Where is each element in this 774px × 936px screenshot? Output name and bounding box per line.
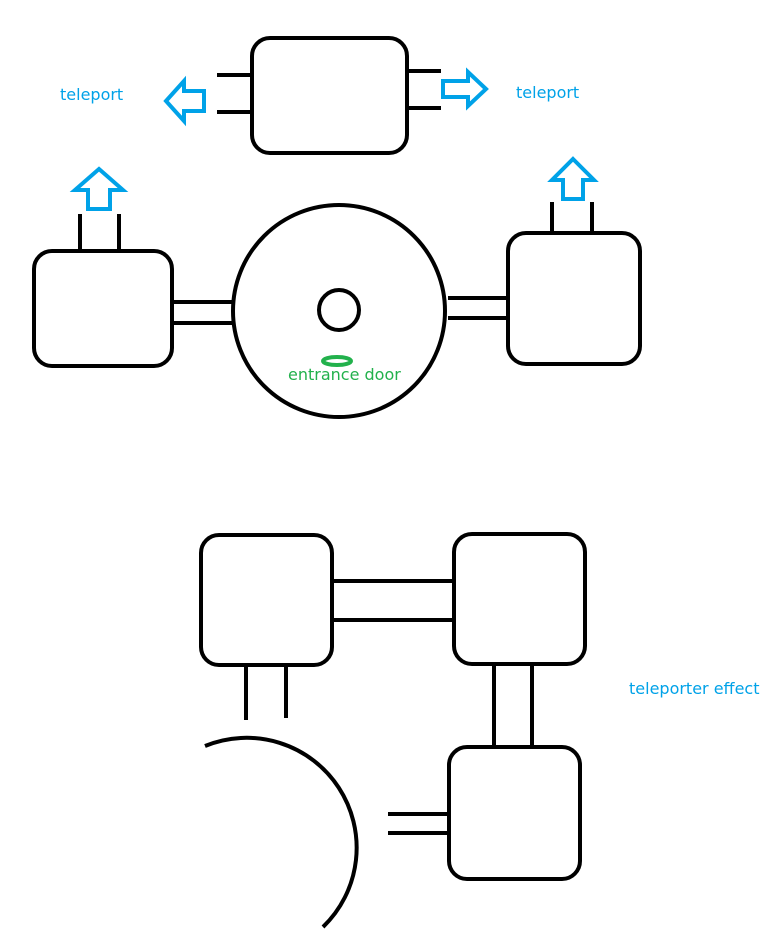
right-room-corridors [448,202,594,320]
top-room-corridors [217,69,441,114]
bottom-top-right-room [452,532,587,666]
left-room-corridors [78,214,236,325]
bottom-partial-hub [204,735,359,929]
teleport-label-right: teleport [516,83,579,102]
teleporter-effect-label: teleporter effect [629,679,760,698]
teleport-arrow-left-icon [163,75,206,127]
entrance-door-label: entrance door [288,365,401,384]
teleport-arrow-up-right-icon [547,156,599,201]
bottom-corridors [244,579,534,835]
hub-center-ring [317,288,361,332]
left-room [32,249,174,368]
right-room [506,231,642,366]
bottom-top-left-room [199,533,334,667]
entrance-door-icon [321,355,353,367]
teleport-arrow-right-icon [441,67,489,111]
teleport-label-left: teleport [60,85,123,104]
teleport-arrow-up-left-icon [69,166,129,211]
top-room [250,36,409,155]
bottom-right-room [447,745,582,881]
